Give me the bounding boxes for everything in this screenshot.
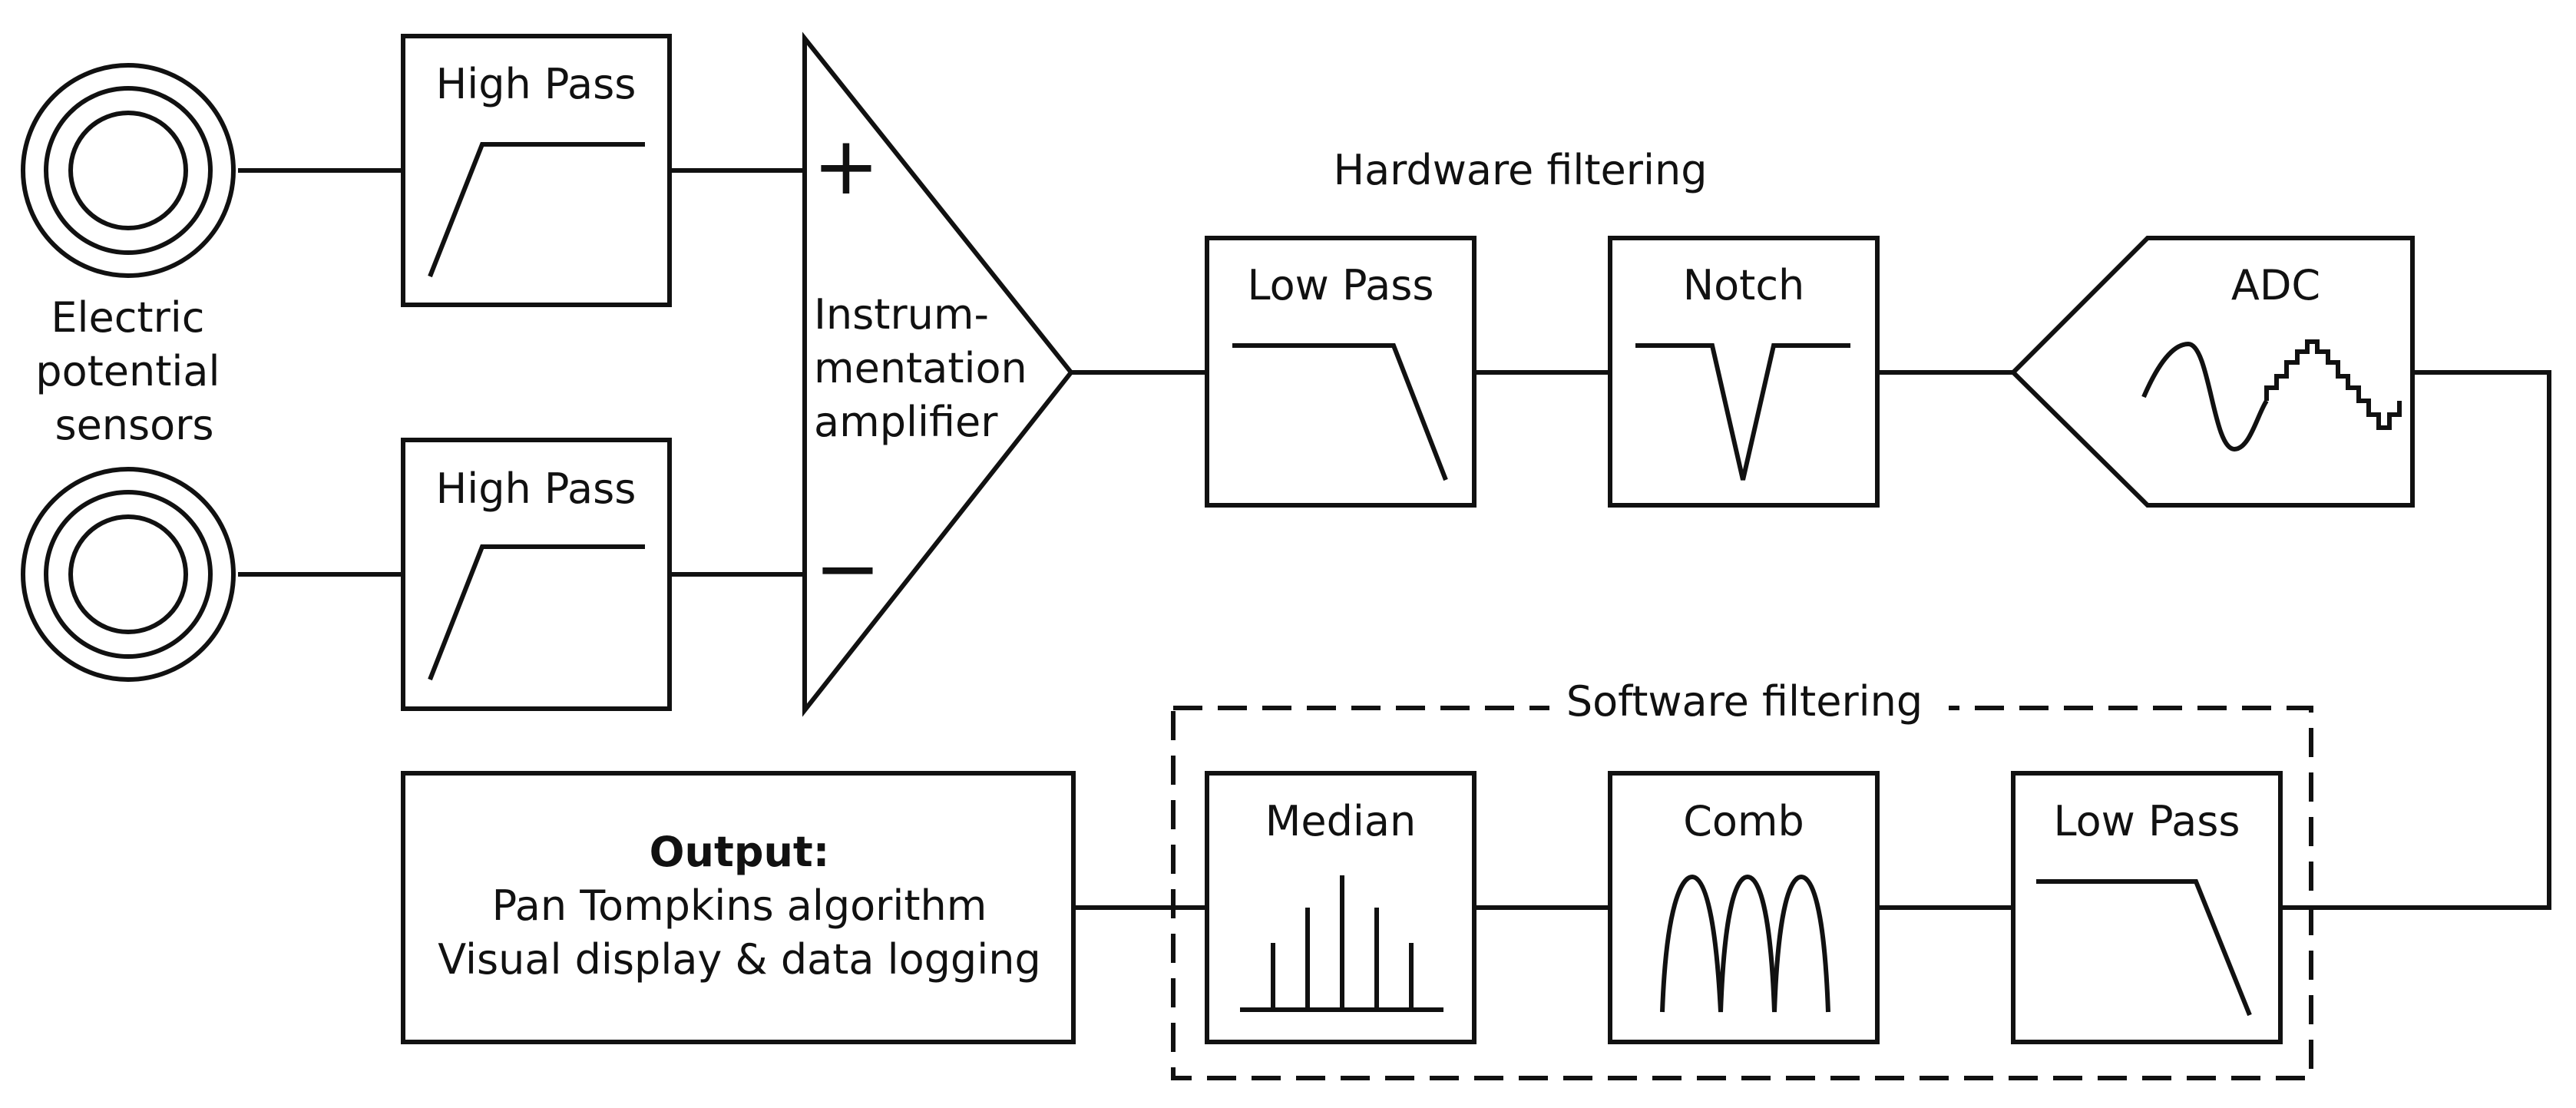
amplifier-plus-sign: + [812, 119, 879, 213]
output-block: Output: Pan Tompkins algorithm Visual di… [401, 771, 1076, 1044]
adc-label: ADC [2231, 261, 2320, 309]
high-pass-bottom-label: High Pass [436, 465, 637, 513]
high-pass-filter-bottom: High Pass [401, 438, 672, 711]
software-filtering-border [1171, 706, 2313, 1080]
sensors-label-line-1: Electric [51, 293, 204, 342]
output-line-2: Visual display & data logging [438, 935, 1040, 984]
low-pass-response-icon [1232, 343, 1448, 481]
software-filtering-label: Software filtering [1566, 677, 1923, 726]
instrumentation-amplifier: + − Instrum- mentation amplifier [802, 31, 1074, 717]
adc-block: ADC [2009, 236, 2415, 508]
electric-potential-sensor-top [21, 63, 236, 278]
notch-response-icon [1635, 343, 1850, 481]
median-label: Median [1265, 797, 1416, 845]
sensors-label-line-2: potential [35, 347, 220, 395]
amplifier-minus-sign: − [814, 521, 881, 615]
amplifier-label: Instrum- mentation amplifier [814, 290, 1040, 446]
comb-filter: Comb [1608, 771, 1880, 1044]
software-filtering-group: Software filtering [1171, 676, 2313, 1080]
sine-wave-icon [2141, 341, 2269, 452]
connection-wires [238, 168, 2551, 910]
wire-adc-to-software [2279, 370, 2551, 910]
high-pass-filter-top: High Pass [401, 34, 672, 307]
sensors-label-line-3: sensors [55, 401, 213, 449]
low-pass-filter-software: Low Pass [2011, 771, 2283, 1044]
output-line-1: Pan Tompkins algorithm [492, 881, 987, 930]
high-pass-response-icon [428, 544, 645, 681]
low-pass-response-icon [2036, 879, 2252, 1017]
amplifier-label-line-2: mentation [814, 344, 1027, 392]
low-pass-sw-label: Low Pass [2054, 797, 2240, 845]
sensors-label: Electric potential sensors [35, 293, 233, 449]
notch-label: Notch [1683, 261, 1805, 309]
high-pass-top-label: High Pass [436, 60, 637, 108]
hardware-filtering-label: Hardware filtering [1333, 146, 1707, 194]
median-filter: Median [1205, 771, 1476, 1044]
amplifier-label-line-1: Instrum- [814, 290, 989, 339]
notch-filter: Notch [1608, 236, 1880, 508]
low-pass-filter-hardware: Low Pass [1205, 236, 1476, 508]
output-title: Output: [650, 828, 830, 876]
comb-label: Comb [1683, 797, 1804, 845]
median-histogram-icon [1240, 875, 1443, 1012]
electric-potential-sensor-bottom [21, 467, 236, 682]
quantized-wave-icon [2264, 339, 2402, 430]
amplifier-label-line-3: amplifier [814, 398, 998, 446]
comb-response-icon [1660, 874, 1830, 1013]
high-pass-response-icon [428, 142, 645, 278]
low-pass-hw-label: Low Pass [1248, 261, 1434, 309]
